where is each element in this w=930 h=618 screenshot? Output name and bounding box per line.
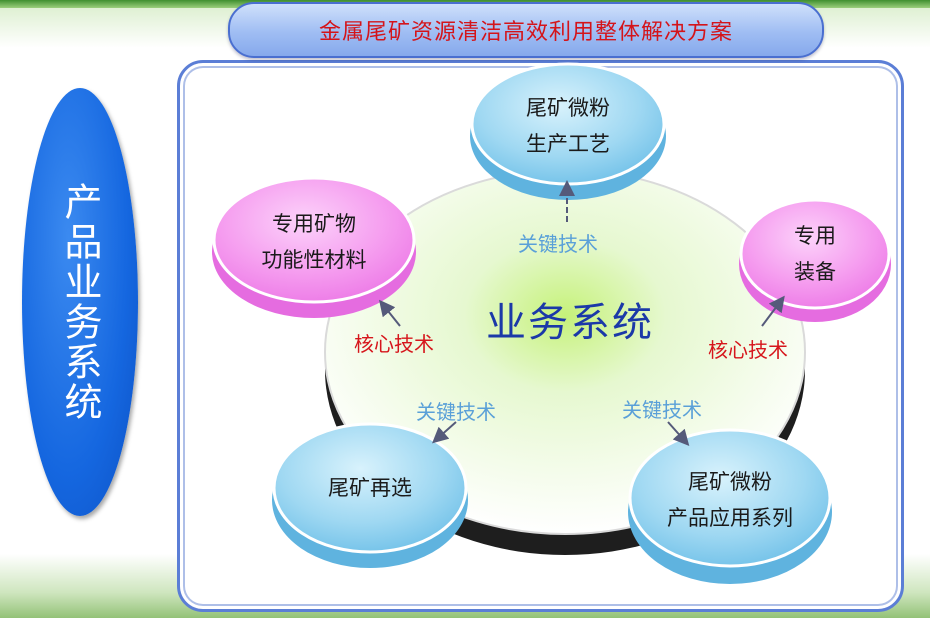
node-right-label: 专用 装备 [755,218,875,290]
center-label: 业务系统 [486,300,654,346]
side-label-pill: 产品业务系统 [22,88,138,516]
node-bottom-right-label: 尾矿微粉 产品应用系列 [640,464,820,536]
connector-label-left: 核心技术 [354,332,434,356]
node-left-label: 专用矿物 功能性材料 [224,206,404,278]
side-label-text: 产品业务系统 [58,182,102,422]
connector-label-right: 核心技术 [708,338,788,362]
node-bottom-left [272,422,468,568]
node-bottom-right-line2: 产品应用系列 [667,506,793,530]
arrow-left [379,299,401,327]
arrow-right [761,295,785,327]
node-bottom-right [628,428,832,584]
node-top-line2: 生产工艺 [526,132,610,156]
page-title: 金属尾矿资源清洁高效利用整体解决方案 [318,20,733,45]
node-right-line2: 装备 [794,260,836,284]
node-left [212,176,416,318]
node-right [739,198,891,322]
node-right-line1: 专用 [794,224,836,248]
node-top-line1: 尾矿微粉 [526,96,610,120]
node-left-line1: 专用矿物 [272,212,356,236]
node-top-label: 尾矿微粉 生产工艺 [488,90,648,162]
node-bottom-left-label: 尾矿再选 [290,470,450,506]
connector-label-bottom-right: 关键技术 [622,398,702,422]
arrow-bottom-left [432,421,457,444]
node-top [470,62,666,200]
arrow-bottom-right [667,421,690,446]
node-bottom-left-line1: 尾矿再选 [328,476,412,500]
connector-label-bottom-left: 关键技术 [416,400,496,424]
title-banner: 金属尾矿资源清洁高效利用整体解决方案 [228,2,824,58]
connector-label-top: 关键技术 [518,232,598,256]
node-bottom-right-line1: 尾矿微粉 [688,470,772,494]
node-left-line2: 功能性材料 [261,248,367,272]
